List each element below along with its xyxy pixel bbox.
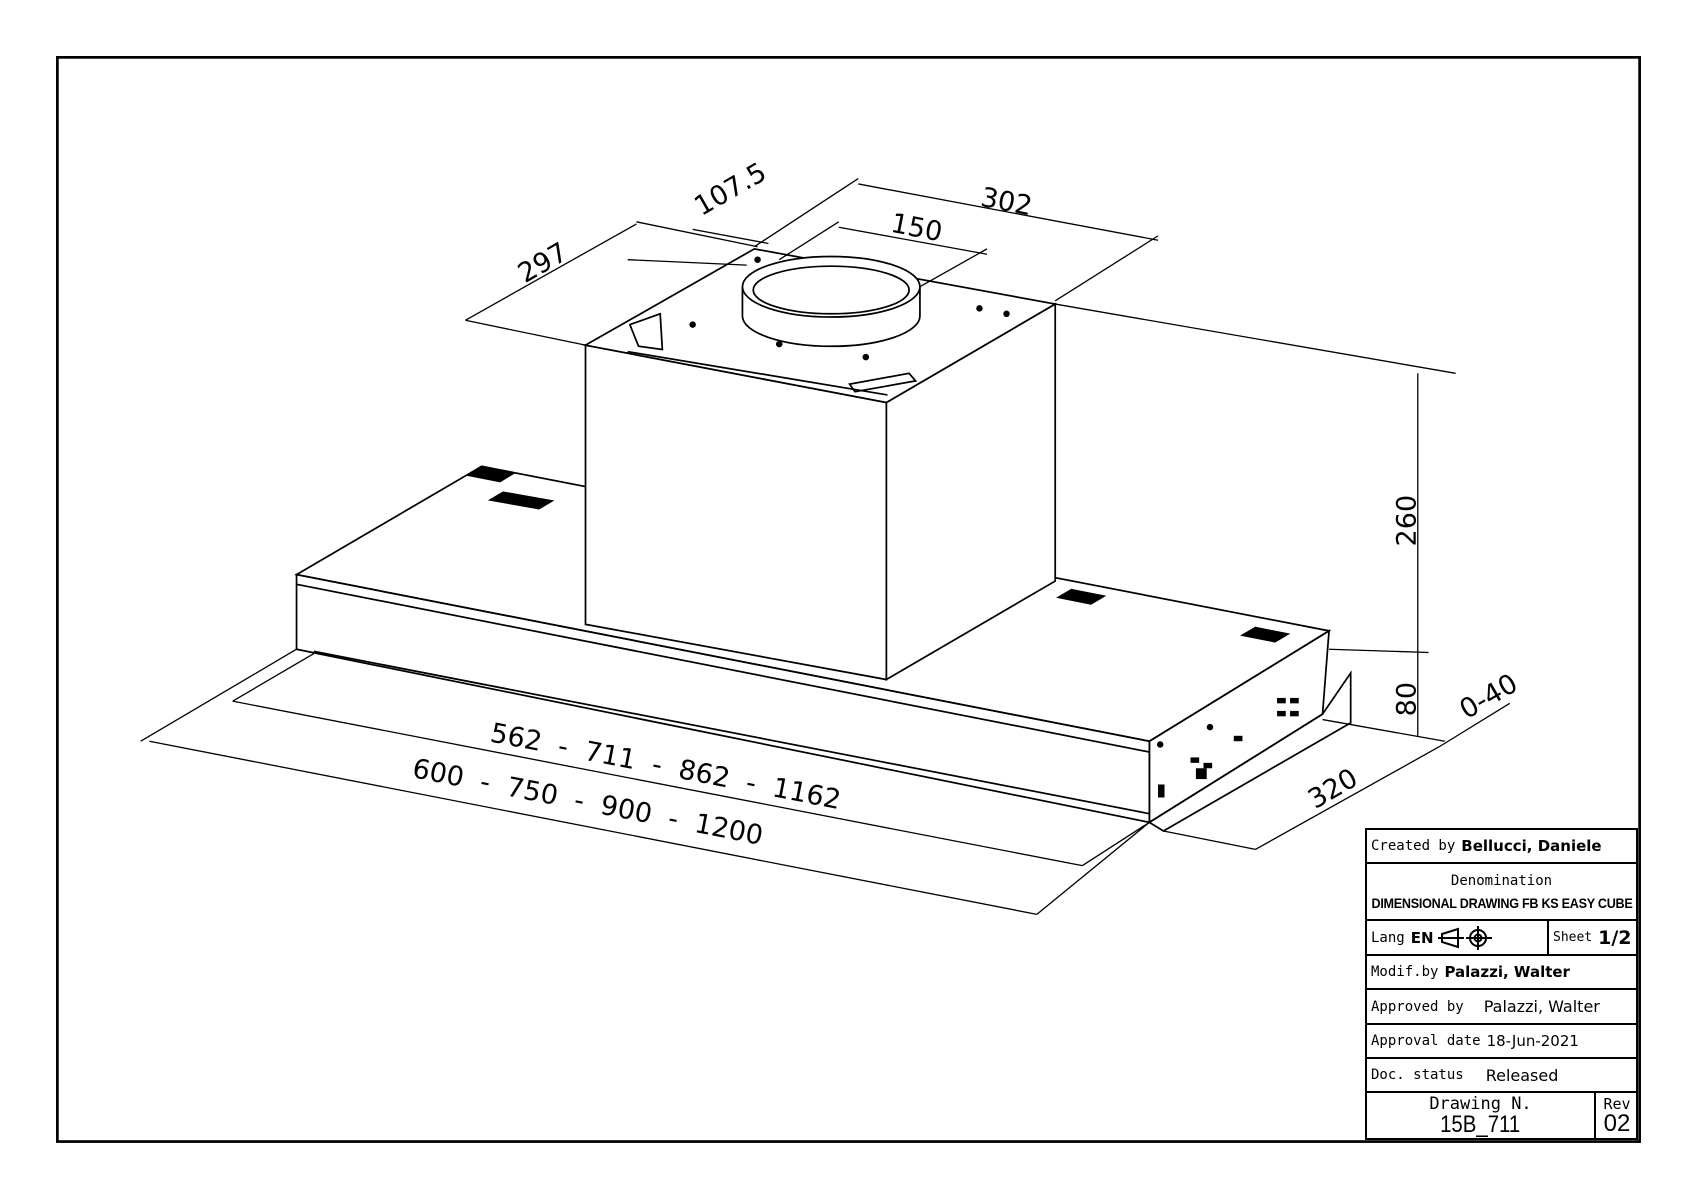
approved-by-value: Palazzi, Walter <box>1483 997 1600 1016</box>
rev-value: 02 <box>1603 1110 1631 1137</box>
dimension-lines <box>140 177 1511 915</box>
dim-297: 297 <box>513 237 573 290</box>
sheet-value: 1/2 <box>1598 926 1632 949</box>
approval-date-row: Approval date 18-Jun-2021 <box>1367 1025 1636 1059</box>
denomination-label: Denomination <box>1450 872 1553 889</box>
projection-symbol-icon <box>1437 925 1492 950</box>
doc-status-row: Doc. status Released <box>1367 1059 1636 1093</box>
modif-by-row: Modif.by Palazzi, Walter <box>1367 956 1636 990</box>
approved-by-label: Approved by <box>1371 998 1464 1015</box>
dim-302: 302 <box>978 182 1035 222</box>
title-block: Created by Bellucci, Daniele Denominatio… <box>1365 828 1638 1140</box>
dim-80: 80 <box>1392 682 1423 716</box>
modif-by-label: Modif.by <box>1371 964 1439 980</box>
doc-status-label: Doc. status <box>1371 1067 1464 1083</box>
approval-date-value: 18-Jun-2021 <box>1486 1032 1579 1050</box>
hood-body <box>294 465 1352 833</box>
dim-320: 320 <box>1303 763 1363 816</box>
drawing-frame <box>56 55 1641 1143</box>
motor-cube <box>583 247 1058 682</box>
dim-0-40: 0-40 <box>1454 668 1523 726</box>
lang-value: EN <box>1410 928 1434 947</box>
modif-by-value: Palazzi, Walter <box>1444 963 1570 981</box>
drawing-number-value: 15B_711 <box>1440 1111 1521 1138</box>
created-by-value: Bellucci, Daniele <box>1461 837 1602 855</box>
dim-150: 150 <box>888 208 945 248</box>
dim-260: 260 <box>1392 495 1423 547</box>
dim-107-5: 107.5 <box>689 157 772 223</box>
lang-sheet-row: Lang EN Sheet 1/2 <box>1367 921 1636 956</box>
denomination-row: Denomination DIMENSIONAL DRAWING FB KS E… <box>1367 864 1636 921</box>
drawing-number-row: Drawing N. 15B_711 Rev 02 <box>1367 1093 1636 1140</box>
approval-date-label: Approval date <box>1371 1033 1481 1049</box>
lang-label: Lang <box>1371 929 1405 946</box>
created-by-label: Created by <box>1371 838 1456 854</box>
drawing-number-label: Drawing N. <box>1429 1094 1532 1114</box>
approved-by-row: Approved by Palazzi, Walter <box>1367 990 1636 1025</box>
denomination-value: DIMENSIONAL DRAWING FB KS EASY CUBE <box>1371 894 1633 911</box>
sheet-label: Sheet <box>1553 930 1593 945</box>
created-by-row: Created by Bellucci, Daniele <box>1367 830 1636 864</box>
rev-label: Rev <box>1603 1095 1631 1113</box>
doc-status-value: Released <box>1485 1065 1559 1085</box>
